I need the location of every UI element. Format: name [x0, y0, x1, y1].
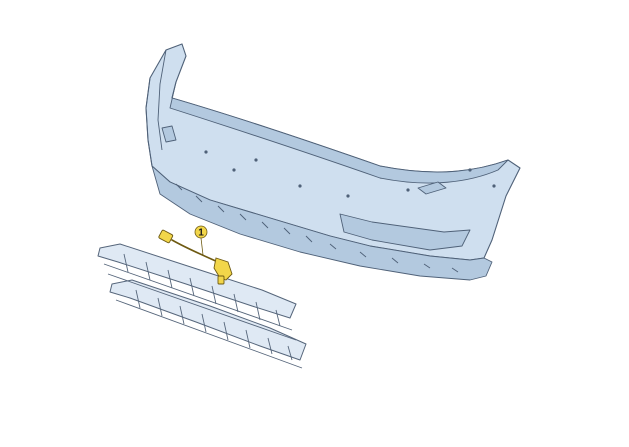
wiring-harness — [158, 229, 233, 285]
parking-sensor-holes — [204, 150, 496, 198]
bumper-lower-lip — [151, 165, 493, 281]
grille-upper-frame — [97, 243, 297, 319]
grille-slats — [123, 253, 293, 361]
harness-cable — [171, 239, 219, 263]
bumper-tow-cover-left — [161, 125, 177, 143]
harness-branch-plug — [217, 275, 225, 285]
callout-1-badge — [194, 225, 208, 239]
callout-1: 1 — [194, 225, 208, 256]
radiator-grille — [97, 243, 307, 369]
harness-connector-left — [158, 229, 174, 244]
bumper-left-wing — [145, 49, 167, 167]
callout-1-leader — [200, 237, 204, 256]
grille-bars — [103, 263, 303, 369]
bumper-fog-recess-right — [417, 181, 447, 195]
bumper-air-intake — [339, 213, 471, 251]
callout-1-label: 1 — [198, 228, 204, 239]
grille-lower-frame — [109, 279, 307, 361]
front-bumper-cover — [145, 43, 521, 281]
bumper-mounting-tabs — [175, 183, 459, 273]
bumper-upper-shade — [169, 81, 509, 184]
harness-connector-right — [213, 257, 233, 281]
